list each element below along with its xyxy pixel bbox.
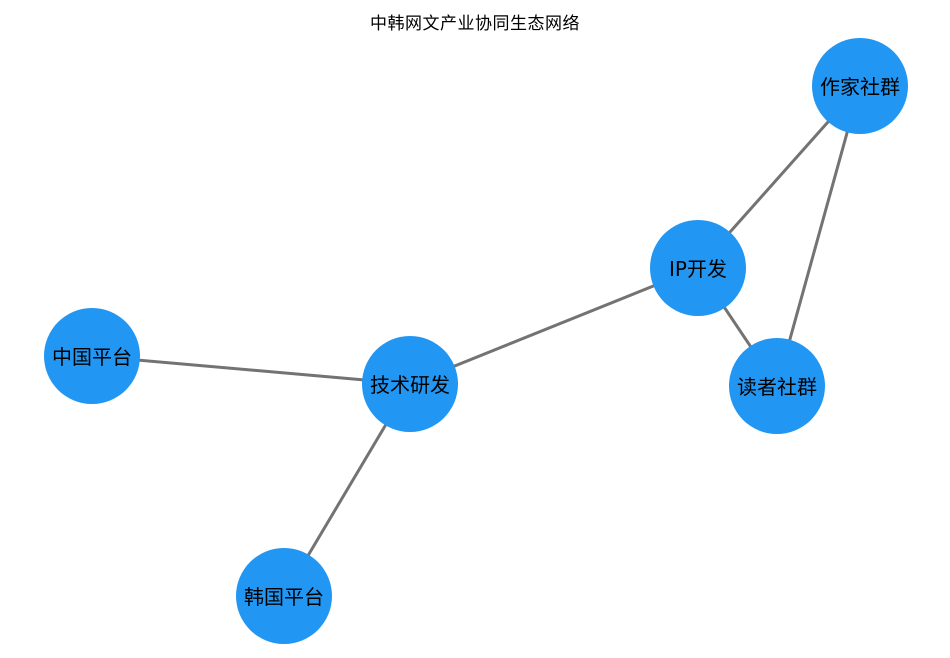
- node-label-ip-development: IP开发: [669, 257, 727, 281]
- node-circle-writer-community: [812, 38, 908, 134]
- node-reader-community: 读者社群: [729, 338, 825, 434]
- node-ip-development: IP开发: [650, 220, 746, 316]
- node-circle-korea-platform: [236, 548, 332, 644]
- node-label-writer-community: 作家社群: [820, 75, 900, 99]
- node-label-china-platform: 中国平台: [52, 345, 132, 369]
- node-circle-reader-community: [729, 338, 825, 434]
- node-writer-community: 作家社群: [812, 38, 908, 134]
- edge-china-platform--tech-rnd: [90, 354, 412, 386]
- node-tech-rnd: 技术研发: [362, 336, 458, 432]
- edge-tech-rnd--ip-development: [408, 266, 700, 386]
- edge-writer-community--reader-community: [775, 84, 862, 388]
- node-label-korea-platform: 韩国平台: [244, 585, 324, 609]
- node-korea-platform: 韩国平台: [236, 548, 332, 644]
- node-china-platform: 中国平台: [44, 308, 140, 404]
- node-circle-ip-development: [650, 220, 746, 316]
- node-label-reader-community: 读者社群: [737, 375, 817, 399]
- edges-layer: [90, 84, 862, 598]
- node-label-tech-rnd: 技术研发: [370, 373, 450, 397]
- node-circle-china-platform: [44, 308, 140, 404]
- node-circle-tech-rnd: [362, 336, 458, 432]
